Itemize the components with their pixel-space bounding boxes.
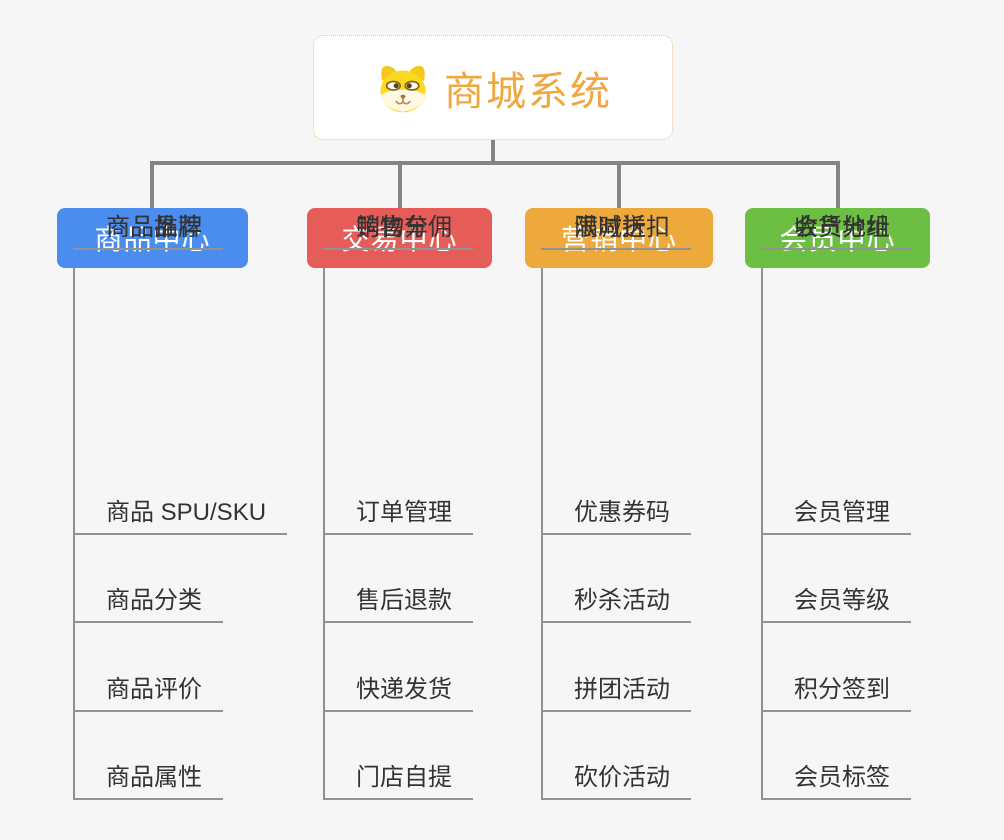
leaf-node[interactable]: 商品属性 [73,758,223,800]
leaf-node[interactable]: 商品 SPU/SKU [73,493,288,535]
branch-node-marketing-center[interactable]: 营销中心 [525,208,713,268]
connector-root-stub [491,139,495,165]
branch-trade-center: 交易中心 订单管理 售后退款 快递发货 门店自提 购物车 销售分佣 [307,208,492,808]
leaf-node[interactable]: 商品评价 [73,670,223,712]
leaf-node[interactable]: 收货地址 [761,208,911,250]
leaf-node[interactable]: 积分签到 [761,670,911,712]
connector-horizontal [150,161,840,165]
leaf-node[interactable]: 优惠券码 [541,493,691,535]
root-node-mall-system[interactable]: 商城系统 [313,35,673,140]
leaf-node[interactable]: 订单管理 [323,493,473,535]
leaf-node[interactable]: 商品分类 [73,581,223,623]
branch-marketing-center: 营销中心 优惠券码 秒杀活动 拼团活动 砍价活动 限时折扣 满减送 [525,208,713,808]
dog-face-icon [380,65,426,112]
branch-product-center: 商品中心 商品 SPU/SKU 商品分类 商品评价 商品属性 商品推荐 商品品牌 [57,208,288,808]
leaf-node[interactable]: 满减送 [541,208,667,250]
leaf-node[interactable]: 拼团活动 [541,670,691,712]
leaf-node[interactable]: 商品品牌 [73,208,223,250]
leaf-node[interactable]: 门店自提 [323,758,473,800]
connector-drop-product-center [150,161,154,209]
leaf-node[interactable]: 砍价活动 [541,758,691,800]
connector-drop-marketing-center [617,161,621,209]
leaf-node[interactable]: 会员标签 [761,758,911,800]
leaf-node[interactable]: 售后退款 [323,581,473,623]
leaf-node[interactable]: 会员管理 [761,493,911,535]
leaf-node[interactable]: 会员等级 [761,581,911,623]
connector-drop-member-center [836,161,840,209]
connector-drop-trade-center [398,161,402,209]
leaf-node[interactable]: 销售分佣 [323,208,473,250]
root-title: 商城系统 [444,69,612,114]
leaf-node[interactable]: 快递发货 [323,670,473,712]
leaf-node[interactable]: 秒杀活动 [541,581,691,623]
branch-member-center: 会员中心 会员管理 会员等级 积分签到 会员标签 会员分组 收货地址 [745,208,930,808]
